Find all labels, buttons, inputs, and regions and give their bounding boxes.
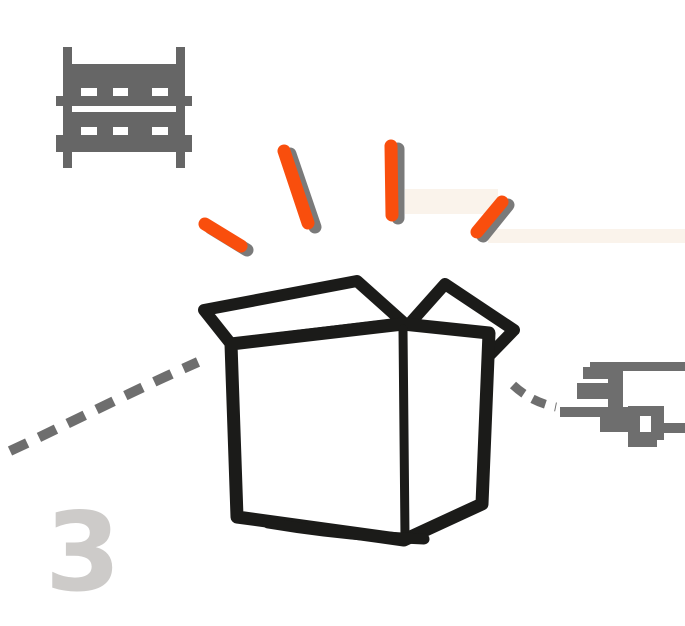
box-body (224, 317, 496, 547)
box-front-seam (398, 324, 410, 542)
rack-shelf-top (56, 96, 192, 106)
cream-highlight-strips (405, 189, 685, 243)
dashed-route-line (7, 357, 201, 456)
speed-line-middle (577, 383, 623, 399)
highlight-strip-short (405, 189, 498, 214)
wheel-bracket (600, 407, 630, 432)
speed-line-bottom (560, 407, 632, 417)
wheel-hub (640, 416, 651, 432)
wheel-stub-right (663, 423, 685, 433)
wheel-tab-bottom (628, 440, 657, 447)
rack-post-left (63, 47, 72, 168)
rack-post-right (176, 47, 185, 168)
sparkle-rays-icon (198, 139, 515, 257)
ray-strokes (198, 139, 509, 253)
speed-line-top-step (583, 367, 610, 379)
highlight-strip-long (488, 229, 685, 243)
dashed-route-line-right (509, 381, 557, 412)
speeding-wheel-icon (509, 362, 685, 447)
open-box-icon (198, 275, 520, 547)
rack-box-gaps (81, 88, 168, 135)
speed-line-top (590, 362, 685, 371)
rack-shelf-bottom (56, 135, 192, 152)
storage-rack-icon (56, 47, 192, 168)
step-number: 3 (45, 489, 121, 616)
box-base-shadow (262, 517, 430, 545)
